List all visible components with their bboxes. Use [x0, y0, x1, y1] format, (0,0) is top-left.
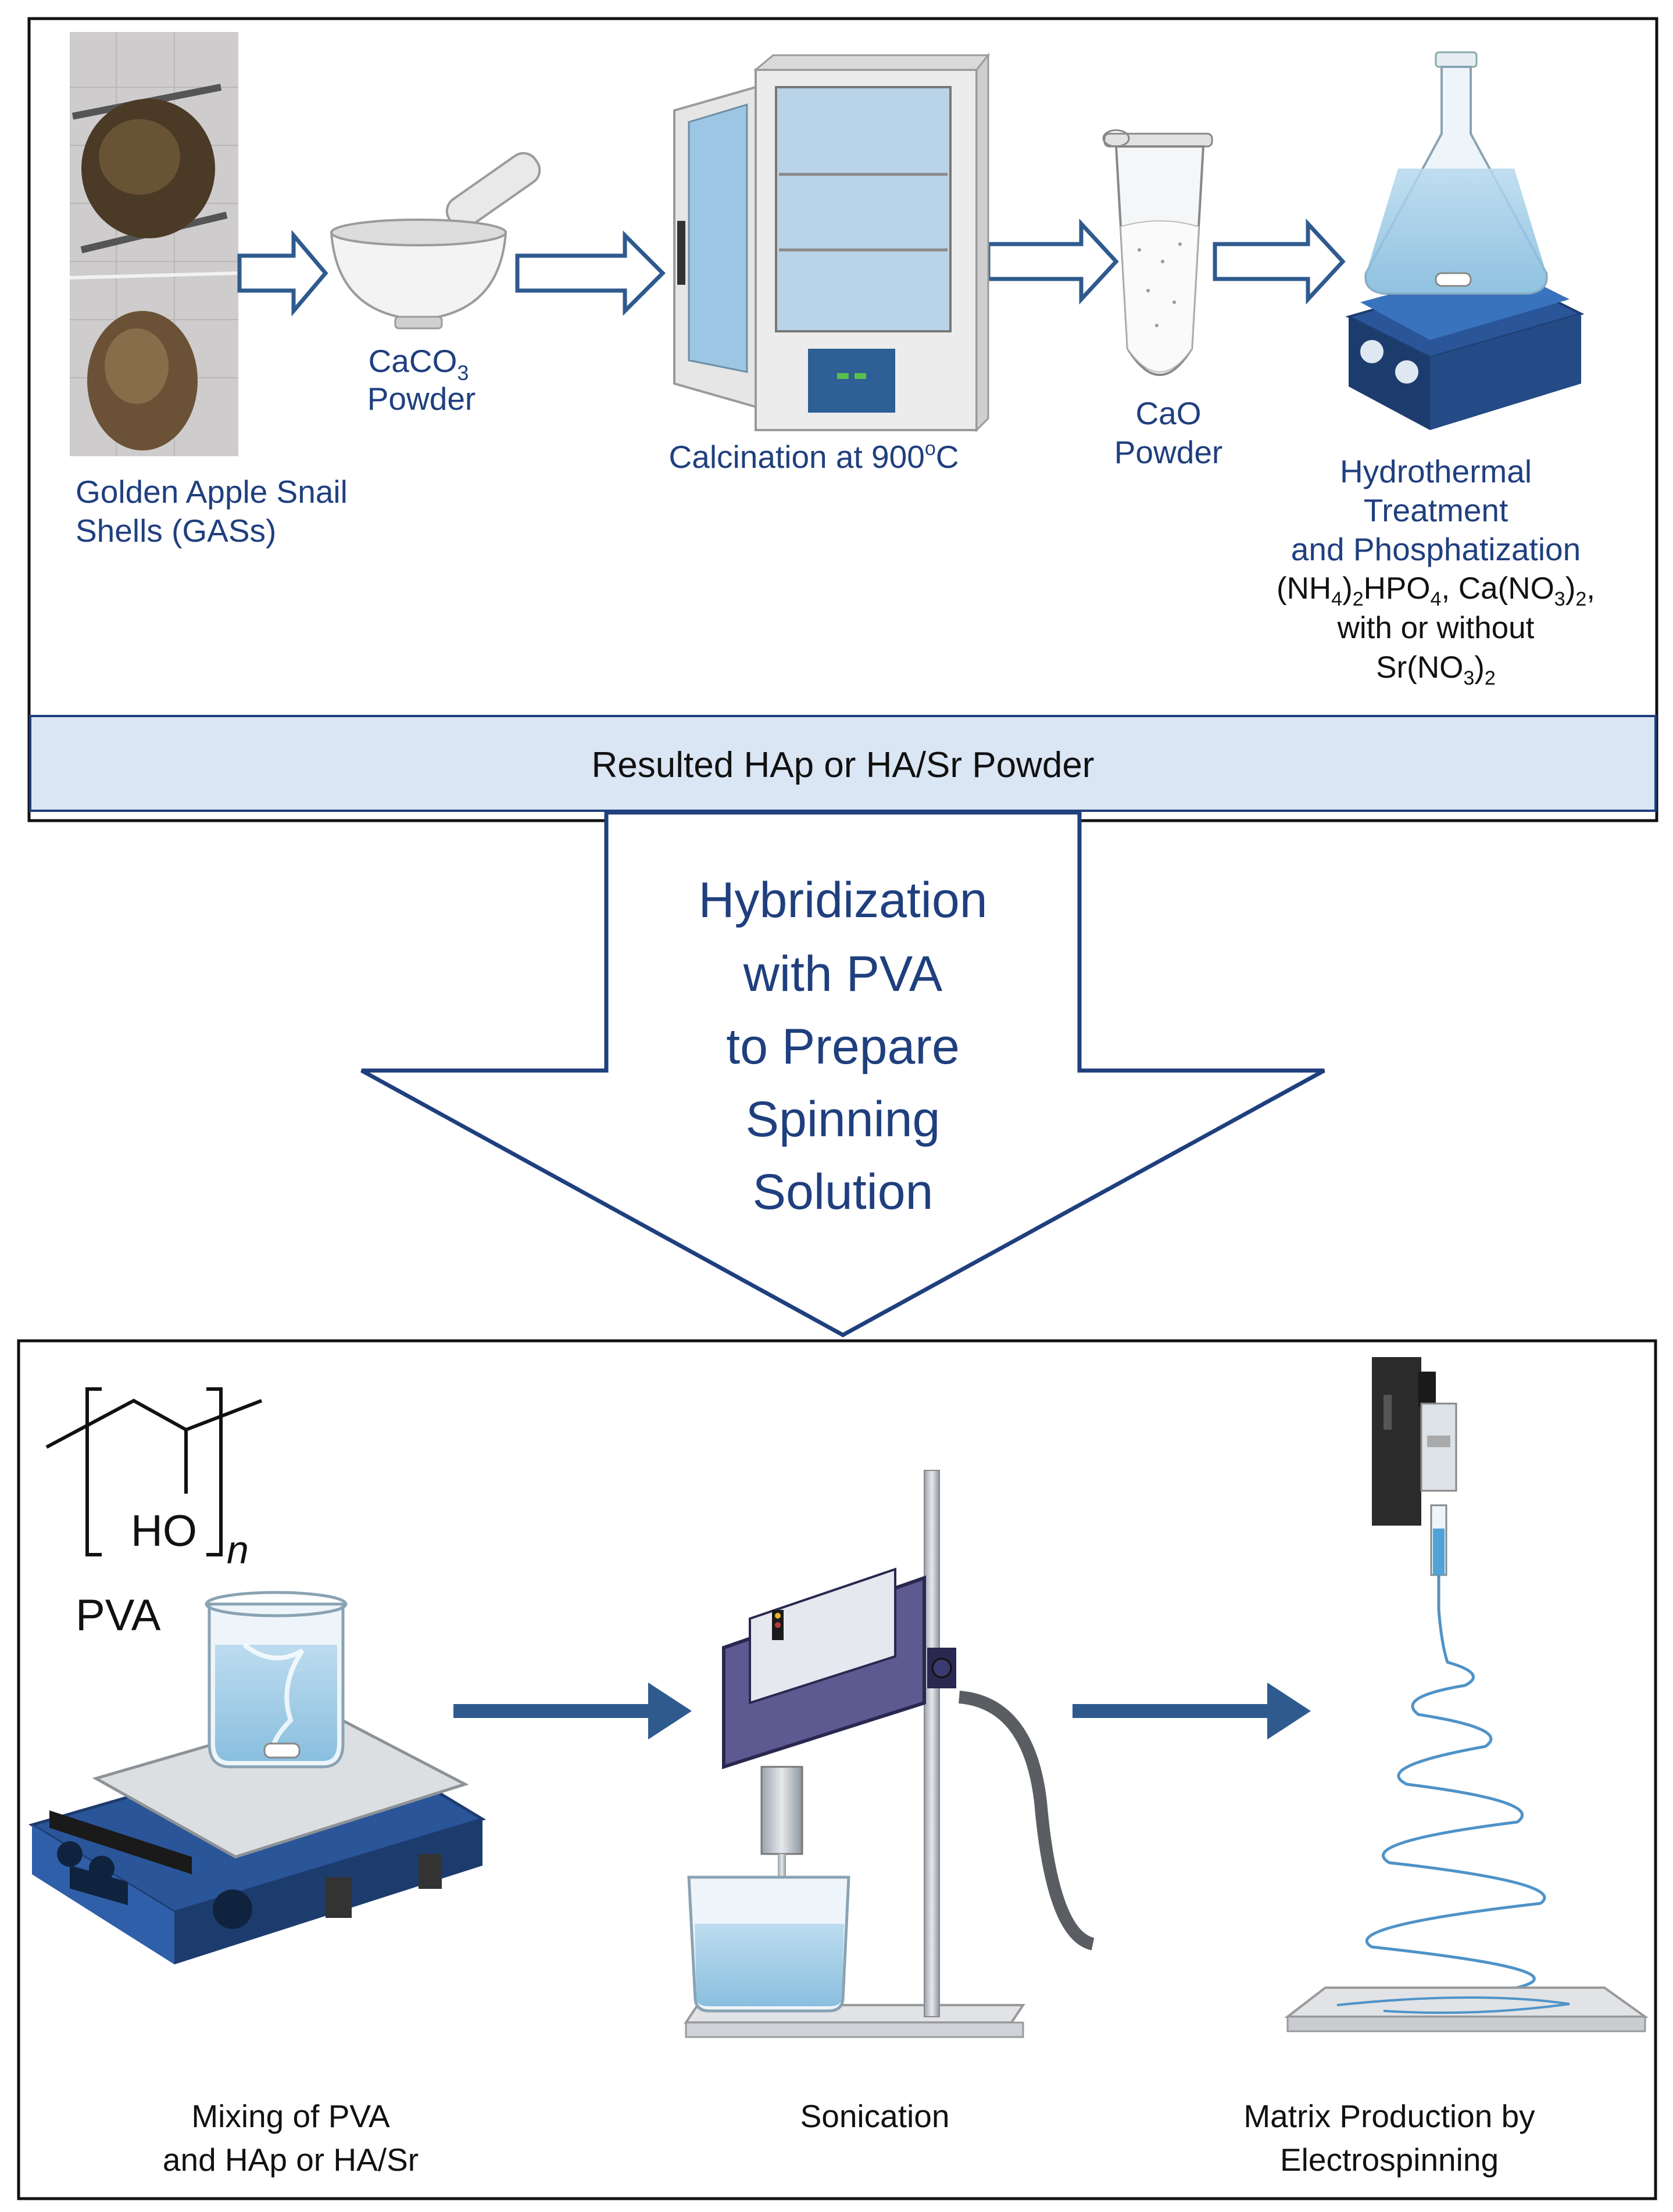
snail-shell-photo — [69, 32, 239, 456]
centrifuge-tube-icon — [1102, 129, 1213, 376]
sonicator-icon — [684, 1470, 1095, 2038]
matrix-label-line2: Electrospinning — [1280, 2142, 1499, 2178]
result-bar — [29, 715, 1657, 812]
arrow-label-line5: Solution — [753, 1164, 934, 1220]
result-bar-label: Resulted HAp or HA/Sr Powder — [592, 745, 1095, 785]
flow-arrow-2 — [1073, 1683, 1311, 1739]
shells-label-line2: Shells (GASs) — [76, 513, 276, 549]
flow-arrow-1 — [453, 1683, 692, 1739]
furnace-icon — [673, 52, 991, 432]
mixing-label-line1: Mixing of PVA — [191, 2098, 390, 2134]
sonication-label: Sonication — [800, 2098, 950, 2134]
reagent-line-a: (NH4)2HPO4, Ca(NO3)2, — [1277, 571, 1595, 610]
caco3-label-line2: Powder — [367, 381, 476, 417]
flask-hotplate-icon — [1345, 51, 1585, 430]
pva-structure — [45, 1387, 263, 1556]
hybridization-arrow — [360, 810, 1325, 1337]
arrow-label-line4: Spinning — [746, 1091, 941, 1147]
pva-n-label: n — [227, 1528, 249, 1572]
arrow-label-line1: Hybridization — [698, 872, 987, 928]
cao-label-line1: CaO — [1135, 395, 1201, 431]
reagent-line-b: with or without — [1337, 611, 1535, 645]
calcination-label: Calcination at 900oC — [669, 438, 959, 475]
hydro-label-line1: Hydrothermal — [1340, 453, 1532, 489]
hydro-label-line3: and Phosphatization — [1291, 531, 1581, 567]
arrow-label-line3: to Prepare — [726, 1019, 960, 1075]
process-arrow-3 — [986, 219, 1119, 305]
process-arrow-4 — [1213, 219, 1346, 305]
hydro-label-line2: Treatment — [1364, 492, 1508, 528]
matrix-label-line1: Matrix Production by — [1243, 2098, 1535, 2134]
pva-ho-label: HO — [131, 1506, 197, 1556]
reagent-line-c: Sr(NO3)2 — [1376, 650, 1496, 689]
mortar-pestle-icon — [330, 152, 541, 330]
mixing-label-line2: and HAp or HA/Sr — [163, 2142, 419, 2178]
shells-label-line1: Golden Apple Snail — [76, 474, 348, 510]
stirring-hotplate-icon — [28, 1591, 487, 1964]
pva-label: PVA — [76, 1591, 161, 1640]
electrospinning-icon — [1284, 1357, 1649, 2032]
caco3-label-line1: CaCO3 — [369, 343, 469, 385]
process-arrow-1 — [237, 230, 328, 317]
process-arrow-2 — [515, 230, 666, 316]
arrow-label-line2: with PVA — [743, 946, 943, 1002]
cao-label-line2: Powder — [1114, 434, 1222, 470]
